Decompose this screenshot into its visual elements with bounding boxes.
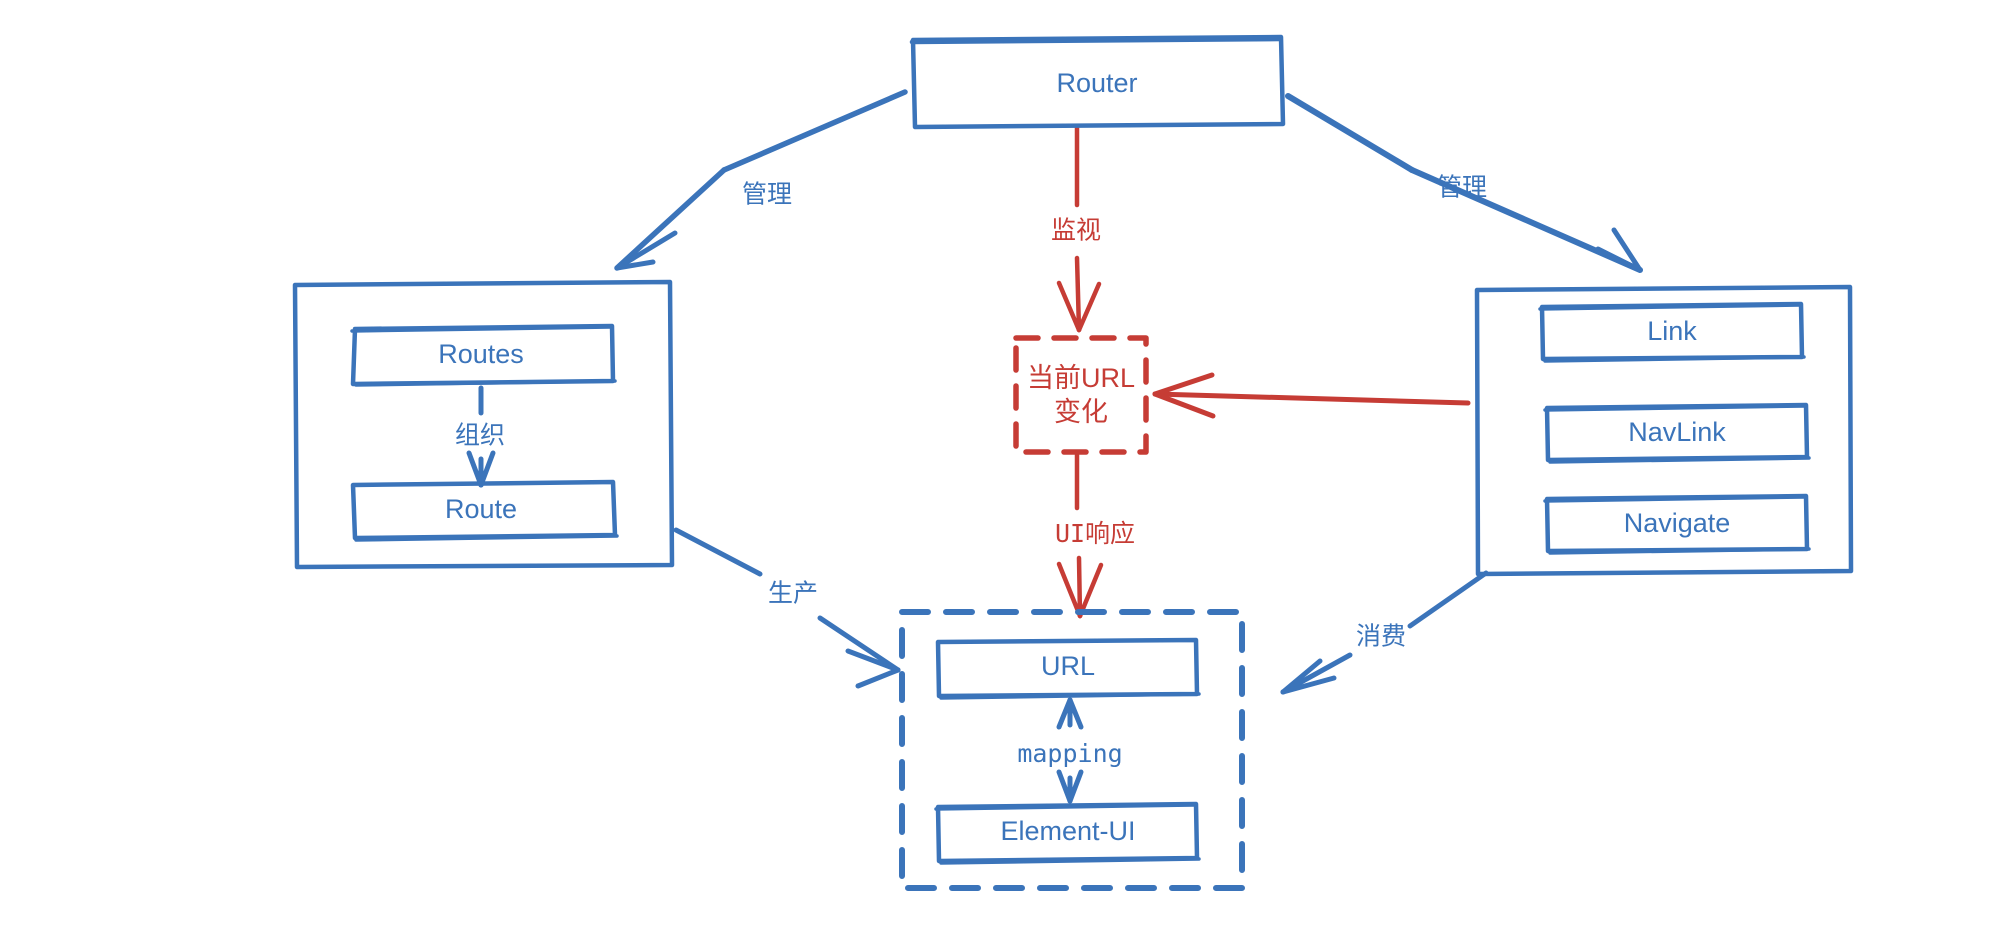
node-url[interactable]: URL [934, 636, 1202, 700]
node-element-ui-label: Element-UI [1000, 816, 1135, 846]
node-route-label: Route [445, 494, 517, 524]
node-route[interactable]: Route [350, 479, 620, 543]
node-navlink-label: NavLink [1628, 417, 1726, 447]
edge-links-to-ui-group [1280, 570, 1489, 695]
edge-router-to-routes [614, 89, 908, 271]
edge-label-mapping: mapping [1017, 739, 1122, 768]
node-router[interactable]: Router [909, 34, 1286, 130]
edge-label-manage-right: 管理 [1437, 174, 1487, 202]
node-navigate[interactable]: Navigate [1543, 493, 1811, 556]
edge-router-to-links [1285, 93, 1643, 273]
node-router-label: Router [1056, 68, 1137, 98]
node-url-change-label-line2: 变化 [1054, 397, 1108, 427]
edge-url-to-element-ui [1056, 697, 1084, 804]
edge-routes-to-route [466, 385, 496, 488]
node-link-label: Link [1647, 316, 1697, 346]
edge-label-produce: 生产 [768, 580, 818, 608]
edge-links-to-url-change [1152, 372, 1471, 419]
node-link[interactable]: Link [1538, 301, 1806, 364]
node-routes[interactable]: Routes [350, 323, 618, 388]
node-links-group[interactable] [1474, 284, 1854, 577]
edge-url-change-to-ui-group [1056, 452, 1104, 619]
node-navigate-label: Navigate [1624, 508, 1731, 538]
edge-label-ui-response: UI响应 [1055, 519, 1135, 548]
edge-label-manage-left: 管理 [742, 181, 792, 209]
node-url-change[interactable]: 当前URL 变化 [1013, 335, 1149, 455]
node-navlink[interactable]: NavLink [1543, 402, 1811, 465]
edge-route-to-ui-group [673, 527, 901, 689]
node-element-ui[interactable]: Element-UI [934, 801, 1202, 865]
node-url-label: URL [1041, 651, 1095, 681]
edge-label-monitor: 监视 [1051, 217, 1101, 245]
edge-label-organize: 组织 [455, 422, 505, 450]
edge-label-consume: 消费 [1356, 623, 1406, 651]
node-routes-group[interactable] [292, 279, 675, 570]
node-routes-label: Routes [438, 339, 524, 369]
node-url-change-label-line1: 当前URL [1027, 363, 1135, 393]
edge-router-to-url-change [1056, 125, 1102, 333]
